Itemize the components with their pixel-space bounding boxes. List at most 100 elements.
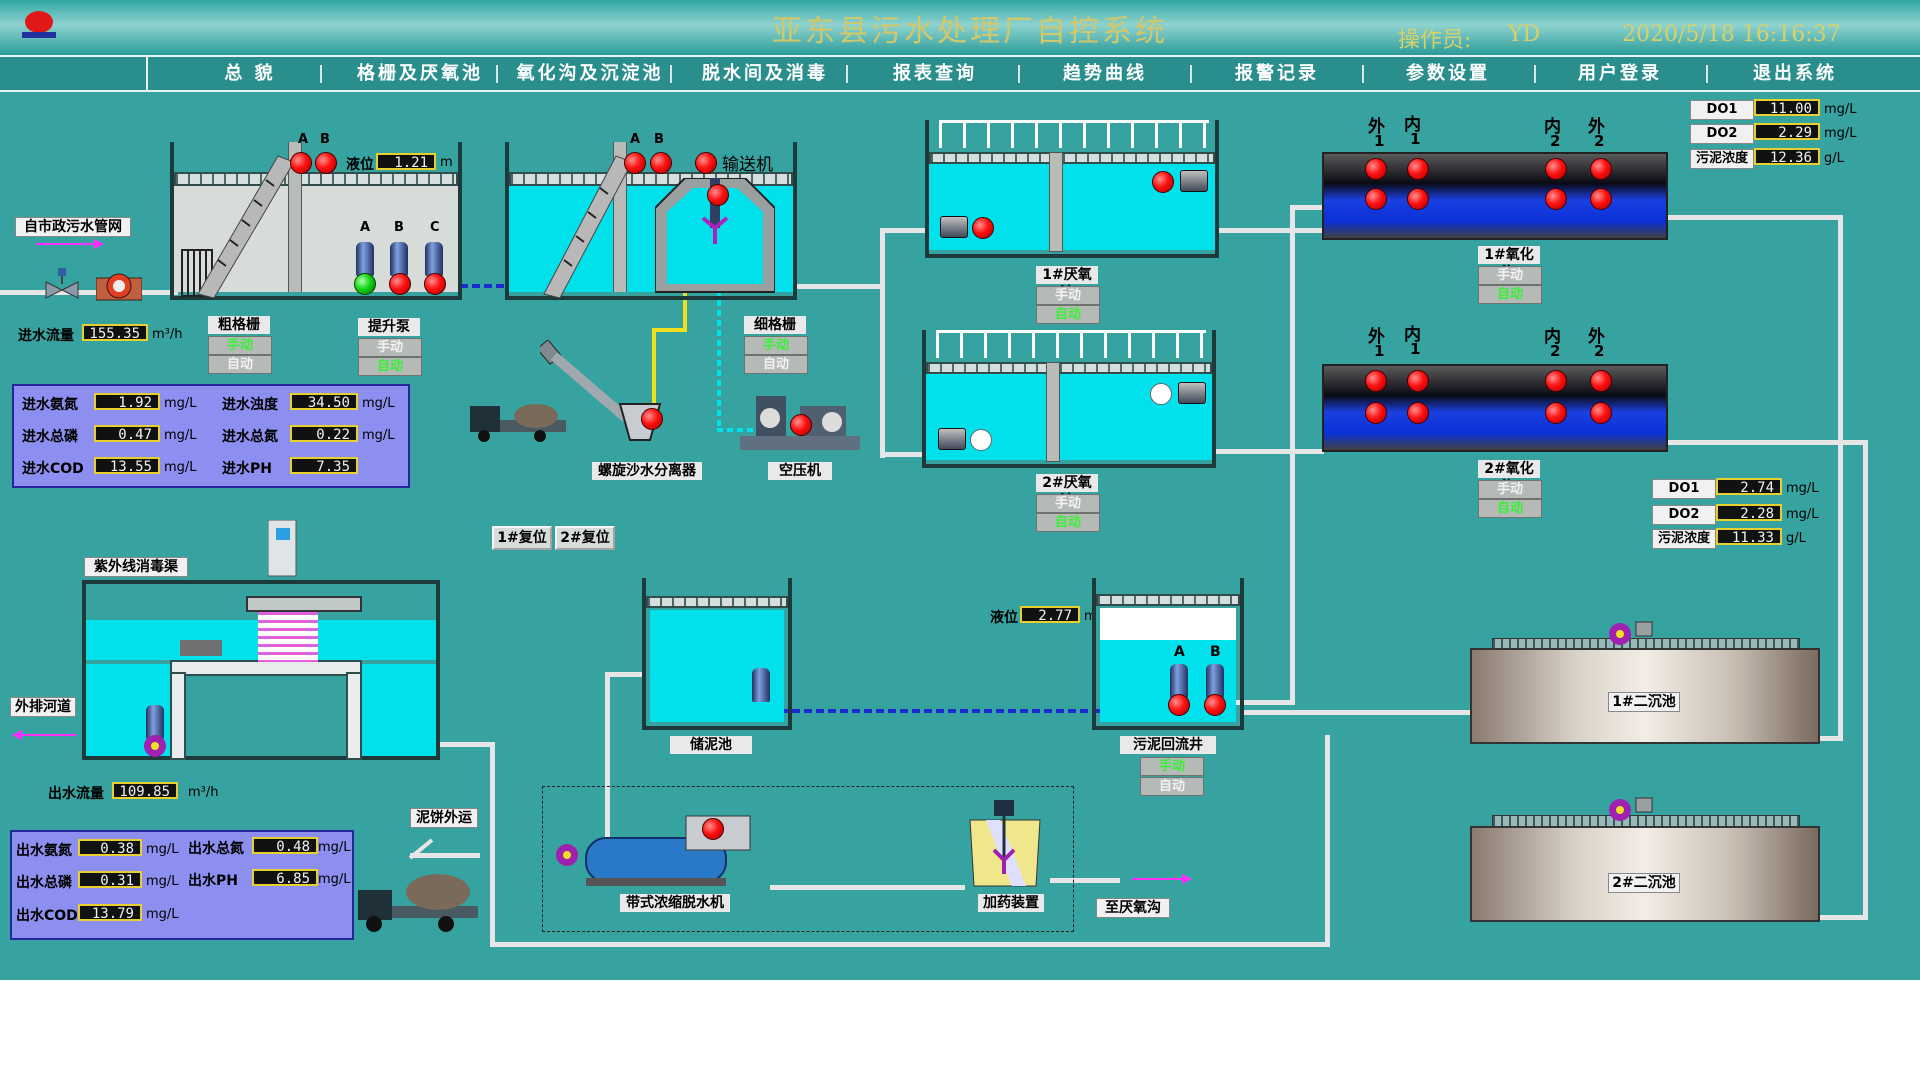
ditch1-label: 1#氧化沟: [1478, 246, 1540, 281]
ditch2-aerator-o2a[interactable]: [1590, 370, 1612, 392]
fine-screen-a-indicator[interactable]: [624, 152, 646, 174]
grit-agitator-indicator[interactable]: [707, 184, 729, 206]
anoxic2-auto-button[interactable]: 自动: [1036, 513, 1100, 532]
menu-params[interactable]: 参数设置: [1406, 63, 1490, 84]
menu-screen-anoxic[interactable]: 格栅及厌氧池: [357, 63, 483, 84]
ditch2-manual-button[interactable]: 手动: [1478, 480, 1542, 499]
valve-icon[interactable]: [44, 268, 80, 302]
anoxic2-mixer-1-indicator[interactable]: [970, 429, 992, 451]
anoxic2-mixer-2-icon: [1178, 382, 1206, 404]
anoxic1-mixer-2-icon: [1180, 170, 1208, 192]
reset-2-button[interactable]: 2#复位: [555, 526, 615, 550]
fine-screen-manual-button[interactable]: 手动: [744, 336, 808, 355]
spiral-separator-indicator[interactable]: [641, 408, 663, 430]
belt-press-indicator[interactable]: [702, 818, 724, 840]
anoxic1-mixer-1-indicator[interactable]: [972, 217, 994, 239]
ditch2-auto-button[interactable]: 自动: [1478, 499, 1542, 518]
ditch1-outer2-num: 2: [1594, 132, 1605, 150]
sludge-storage-tank: [642, 578, 792, 730]
air-compressor-indicator[interactable]: [790, 414, 812, 436]
menu-exit[interactable]: 退出系统: [1753, 63, 1837, 84]
anoxic-tank-1: [925, 120, 1219, 258]
effluent-tn-label: 出水总氮: [188, 841, 244, 857]
return-well-auto-button[interactable]: 自动: [1140, 777, 1204, 796]
ditch2-aerator-i1b[interactable]: [1407, 402, 1429, 424]
lift-pump-a-indicator[interactable]: [354, 273, 376, 295]
conveyor-indicator[interactable]: [695, 152, 717, 174]
ditch2-aerator-i2a[interactable]: [1545, 370, 1567, 392]
operator-label: 操作员:: [1398, 28, 1472, 53]
effluent-nh3-unit: mg/L: [146, 842, 179, 857]
effluent-tp-value: 0.31: [78, 871, 142, 889]
ditch1-outer1-label: 外: [1368, 117, 1385, 137]
cake-out-label: 泥饼外运: [410, 808, 478, 828]
ditch2-inner1-label: 内: [1404, 325, 1421, 345]
ditch1-aerator-i2a[interactable]: [1545, 158, 1567, 180]
municipal-label: 自市政污水管网: [15, 217, 131, 237]
coarse-screen-auto-button[interactable]: 自动: [208, 355, 272, 374]
ditch1-auto-button[interactable]: 自动: [1478, 285, 1542, 304]
coarse-screen-manual-button[interactable]: 手动: [208, 336, 272, 355]
anoxic1-mixer-2-indicator[interactable]: [1152, 171, 1174, 193]
ditch1-manual-button[interactable]: 手动: [1478, 266, 1542, 285]
ditch2-aerator-i1a[interactable]: [1407, 370, 1429, 392]
settler2-scraper-icon: [1609, 797, 1653, 821]
influent-turbidity-unit: mg/L: [362, 396, 395, 411]
lift-pump-c-indicator[interactable]: [424, 273, 446, 295]
ditch2-aerator-o2b[interactable]: [1590, 402, 1612, 424]
menu-dewater-disinfect[interactable]: 脱水间及消毒: [702, 63, 828, 84]
effluent-ph-unit: mg/L: [318, 872, 351, 887]
effluent-nh3-label: 出水氨氮: [16, 843, 72, 859]
ditch1-do2-label: DO2: [1690, 124, 1754, 144]
return-level-label: 液位: [990, 610, 1018, 626]
return-pump-a-indicator[interactable]: [1168, 694, 1190, 716]
lift-pump-b-indicator[interactable]: [389, 273, 411, 295]
effluent-ph-value: 6.85: [252, 869, 318, 887]
lift-pump-b-icon: [390, 242, 408, 276]
ditch1-aerator-i2b[interactable]: [1545, 188, 1567, 210]
menu-ditch-settler[interactable]: 氧化沟及沉淀池: [516, 63, 664, 84]
ditch2-do1-unit: mg/L: [1786, 481, 1819, 496]
ditch2-do1-label: DO1: [1652, 479, 1716, 499]
return-pump-b-label: B: [1210, 644, 1221, 660]
return-pump-a-icon: [1170, 664, 1188, 698]
sludge-truck-icon: [358, 874, 478, 932]
lift-pump-label: 提升泵: [358, 318, 420, 336]
ditch2-aerator-o1b[interactable]: [1365, 402, 1387, 424]
return-pump-b-indicator[interactable]: [1204, 694, 1226, 716]
ditch1-aerator-i1a[interactable]: [1407, 158, 1429, 180]
menu-alarms[interactable]: 报警记录: [1235, 63, 1319, 84]
ditch1-aerator-i1b[interactable]: [1407, 188, 1429, 210]
lift-pump-manual-button[interactable]: 手动: [358, 338, 422, 357]
ditch1-aerator-o1a[interactable]: [1365, 158, 1387, 180]
fine-screen-b-indicator[interactable]: [650, 152, 672, 174]
ditch2-do2-unit: mg/L: [1786, 507, 1819, 522]
ditch2-do2-value: 2.28: [1716, 504, 1782, 522]
coarse-screen-b-indicator[interactable]: [315, 152, 337, 174]
coarse-screen-a-indicator[interactable]: [290, 152, 312, 174]
reset-1-button[interactable]: 1#复位: [492, 526, 552, 550]
anoxic1-auto-button[interactable]: 自动: [1036, 305, 1100, 324]
ditch2-aerator-i2b[interactable]: [1545, 402, 1567, 424]
anoxic1-mixer-1-icon: [940, 216, 968, 238]
return-well-manual-button[interactable]: 手动: [1140, 757, 1204, 776]
anoxic1-manual-button[interactable]: 手动: [1036, 286, 1100, 305]
menu-reports[interactable]: 报表查询: [893, 63, 977, 84]
anoxic2-mixer-2-indicator[interactable]: [1150, 383, 1172, 405]
ditch1-aerator-o2b[interactable]: [1590, 188, 1612, 210]
anoxic2-manual-button[interactable]: 手动: [1036, 494, 1100, 513]
effluent-tn-unit: mg/L: [318, 840, 351, 855]
menu-overview[interactable]: 总 貌: [224, 63, 276, 84]
dosing-unit-icon: [969, 800, 1041, 887]
ditch2-aerator-o1a[interactable]: [1365, 370, 1387, 392]
menu-trends[interactable]: 趋势曲线: [1063, 63, 1147, 84]
title-bar: 亚东县污水处理厂自控系统 操作员: YD 2020/5/18 16:16:37: [0, 0, 1920, 55]
ditch1-aerator-o2a[interactable]: [1590, 158, 1612, 180]
ditch1-aerator-o1b[interactable]: [1365, 188, 1387, 210]
ditch1-do1-value: 11.00: [1754, 99, 1820, 117]
lift-pump-auto-button[interactable]: 自动: [358, 357, 422, 376]
fine-screen-auto-button[interactable]: 自动: [744, 355, 808, 374]
effluent-cod-value: 13.79: [78, 904, 142, 922]
menu-login[interactable]: 用户登录: [1578, 63, 1662, 84]
datetime: 2020/5/18 16:16:37: [1622, 22, 1841, 47]
